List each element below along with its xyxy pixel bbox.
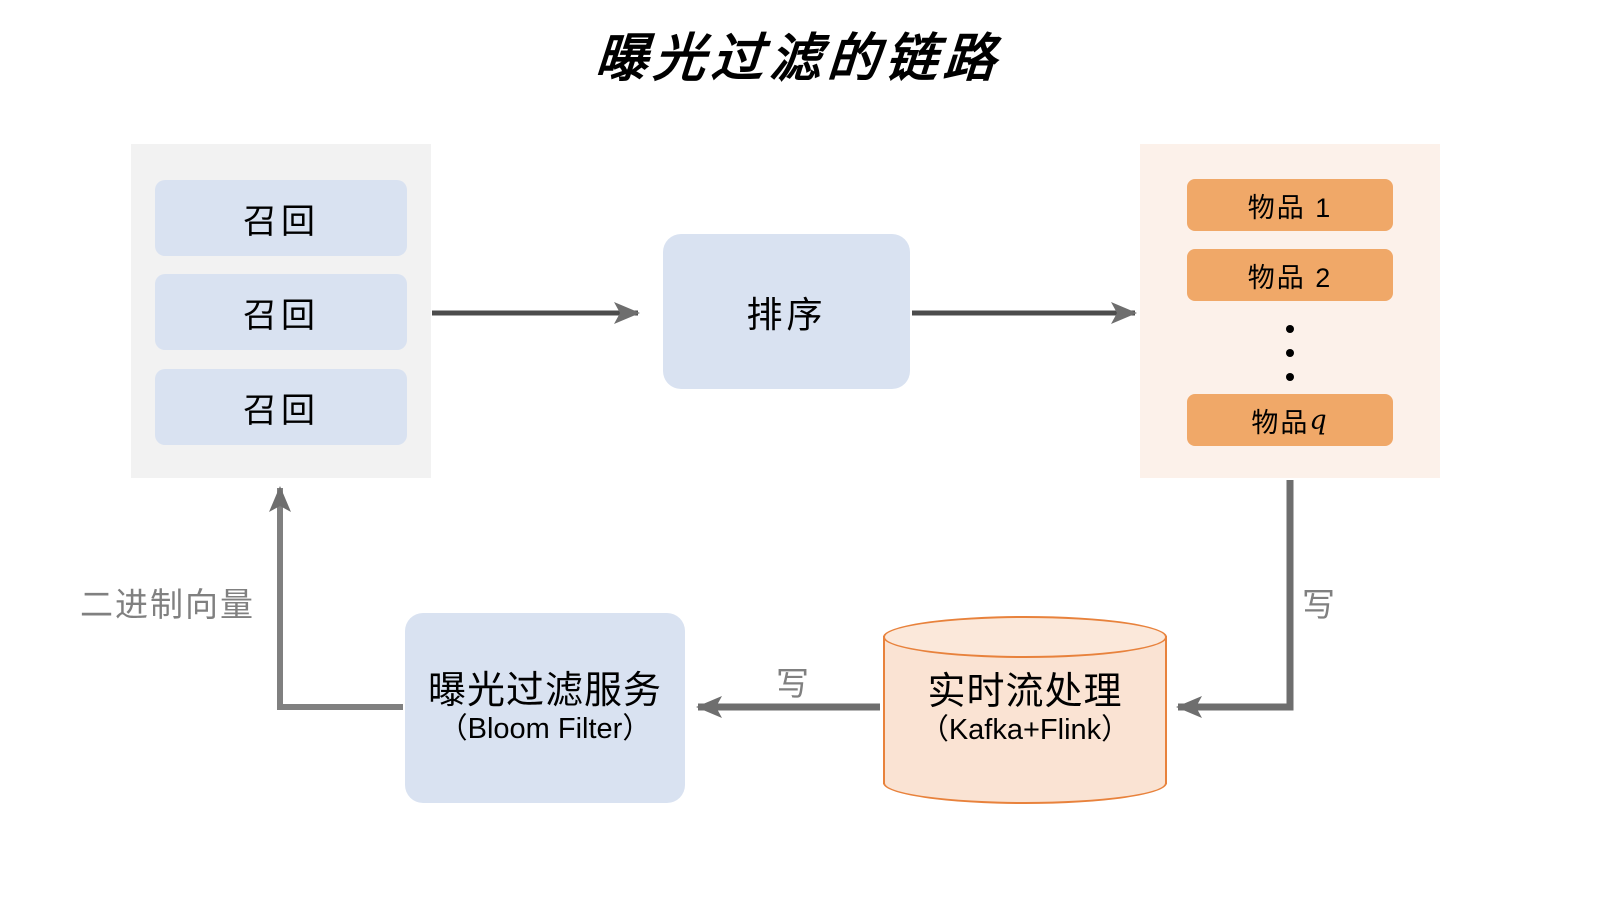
bloom-filter-service-node[interactable]: 曝光过滤服务 （Bloom Filter） <box>405 613 685 803</box>
bloom-filter-service-title: 曝光过滤服务 <box>427 669 662 712</box>
stream-processing-node[interactable]: 实时流处理 （Kafka+Flink） <box>883 616 1167 804</box>
cylinder-body <box>883 636 1167 784</box>
rank-node-label: 排序 <box>746 293 827 335</box>
edge-label-binary-vector: 二进制向量 <box>80 586 255 623</box>
recall-box-2-label: 召回 <box>243 296 319 335</box>
edge-label-write-middle: 写 <box>776 665 811 702</box>
stream-processing-subtitle: （Kafka+Flink） <box>919 714 1131 747</box>
ellipsis-dot <box>1286 325 1294 333</box>
stream-processing-title: 实时流处理 <box>927 671 1123 713</box>
item-box-last[interactable]: 物品 q <box>1187 394 1393 446</box>
recall-box-3-label: 召回 <box>243 391 319 430</box>
vertical-ellipsis-icon <box>1187 325 1393 381</box>
arrow-bloom-to-recall <box>269 486 403 710</box>
item-box-last-prefix: 物品 <box>1251 407 1310 438</box>
bloom-filter-service-subtitle: （Bloom Filter） <box>438 712 652 745</box>
stream-processing-label: 实时流处理 （Kafka+Flink） <box>883 671 1167 747</box>
recall-box-1-label: 召回 <box>243 202 319 241</box>
item-box-2-label: 物品 2 <box>1247 262 1333 293</box>
cylinder-top-ellipse <box>883 616 1167 658</box>
ellipsis-dot <box>1286 349 1294 357</box>
item-box-1-label: 物品 1 <box>1247 192 1333 223</box>
rank-node[interactable]: 排序 <box>663 234 910 389</box>
recall-box-2[interactable]: 召回 <box>155 274 407 350</box>
arrow-items-to-stream <box>1176 480 1294 718</box>
ellipsis-dot <box>1286 373 1294 381</box>
item-box-2[interactable]: 物品 2 <box>1187 249 1393 301</box>
item-box-1[interactable]: 物品 1 <box>1187 179 1393 231</box>
recall-box-1[interactable]: 召回 <box>155 180 407 256</box>
recall-box-3[interactable]: 召回 <box>155 369 407 445</box>
edge-label-write-right: 写 <box>1302 586 1337 623</box>
item-box-last-symbol: q <box>1309 404 1329 436</box>
